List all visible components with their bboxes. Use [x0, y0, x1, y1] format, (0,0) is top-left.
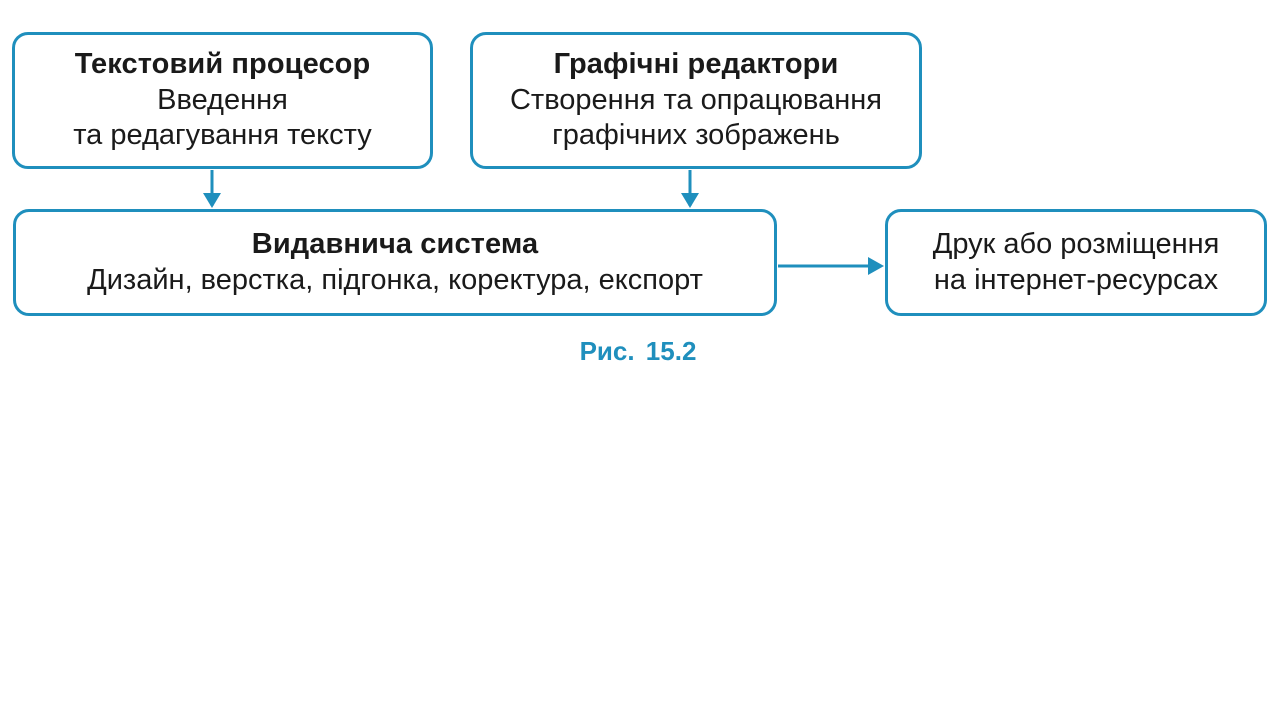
output-line-2: на інтернет-ресурсах: [933, 263, 1219, 296]
output-box: Друк або розміщення на інтернет-ресурсах: [885, 209, 1267, 316]
output-line-1: Друк або розміщення: [932, 228, 1220, 261]
publishing-system-line-1: Дизайн, верстка, підгонка, коректура, ек…: [87, 263, 703, 296]
figure-caption: Рис. 15.2: [579, 336, 697, 366]
publishing-system-box: Видавнича система Дизайн, верстка, підго…: [13, 209, 777, 316]
text-processor-line-1: Введення: [157, 83, 288, 116]
graphic-editors-line-2: графічних зображень: [552, 119, 840, 152]
graphic-editors-line-1: Створення та опрацювання: [509, 83, 882, 116]
graphic-editors-title: Графічні редактори: [553, 48, 839, 81]
text-processor-box: Текстовий процесор Введення та редагуван…: [12, 32, 433, 169]
arrowhead-text-processor: [203, 193, 221, 208]
arrowhead-graphic-editors: [681, 193, 699, 208]
text-processor-title: Текстовий процесор: [74, 48, 371, 81]
arrowhead-output: [868, 257, 884, 275]
publishing-system-title: Видавнича система: [251, 228, 539, 261]
text-processor-line-2: та редагування тексту: [73, 119, 372, 152]
graphic-editors-box: Графічні редактори Створення та опрацюва…: [470, 32, 922, 169]
